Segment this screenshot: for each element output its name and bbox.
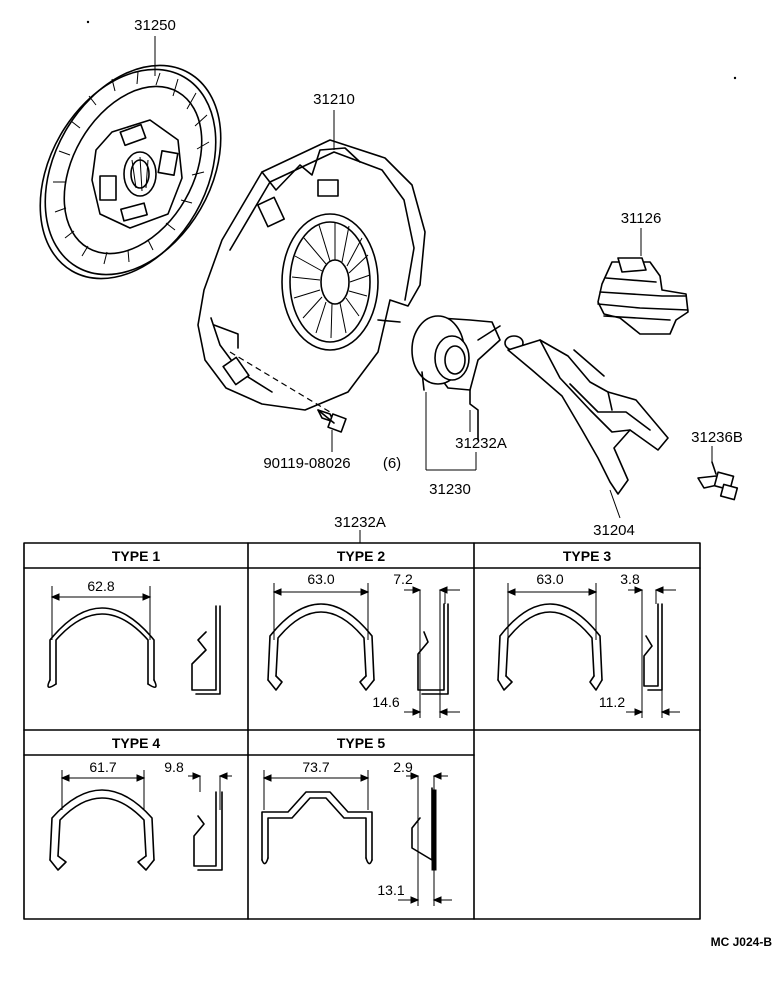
type-5-dim-bottom-offset: 13.1 — [377, 882, 404, 898]
type-3-dim-bottom-offset: 11.2 — [599, 694, 625, 710]
type-4-title: TYPE 4 — [112, 735, 160, 751]
type-5-dim-top-offset: 2.9 — [393, 759, 413, 775]
type-1-title: TYPE 1 — [112, 548, 160, 564]
label-31210: 31210 — [313, 91, 355, 108]
clip-type-table — [23, 542, 701, 920]
label-31236b: 31236B — [691, 429, 743, 446]
type-1-clip-drawing — [47, 586, 221, 695]
type-5-dim-width: 73.7 — [302, 759, 329, 775]
label-bolt-part-number: 90119-08026 — [263, 455, 350, 472]
label-31232a: 31232A — [455, 435, 507, 452]
bolt-drawing — [317, 409, 347, 433]
type-2-dim-bottom-offset: 14.6 — [372, 694, 399, 710]
fork-support-drawing — [697, 461, 739, 501]
clip-table-header-label: 31232A — [334, 514, 386, 531]
type-5-title: TYPE 5 — [337, 735, 385, 751]
label-bolt-quantity: (6) — [383, 455, 401, 472]
type-2-dim-width: 63.0 — [307, 571, 334, 587]
label-31230: 31230 — [429, 481, 471, 498]
label-31126: 31126 — [621, 210, 662, 227]
type-3-dim-top-offset: 3.8 — [620, 571, 640, 587]
type-2-title: TYPE 2 — [337, 548, 385, 564]
type-5-clip-drawing — [261, 770, 452, 906]
type-4-dim-offset: 9.8 — [164, 759, 184, 775]
leader-lines — [154, 36, 713, 543]
type-2-dim-top-offset: 7.2 — [393, 571, 413, 587]
clutch-cover-drawing — [197, 139, 426, 413]
release-fork-drawing — [504, 335, 669, 495]
type-3-dim-width: 63.0 — [536, 571, 563, 587]
type-1-dim-width: 62.8 — [87, 578, 114, 594]
type-4-dim-width: 61.7 — [89, 759, 116, 775]
reference-code: MC J024-B — [711, 935, 773, 949]
clutch-disc-drawing — [39, 64, 222, 280]
type-3-title: TYPE 3 — [563, 548, 611, 564]
release-bearing-hub-drawing — [411, 315, 501, 441]
label-31250: 31250 — [134, 17, 176, 34]
type-4-clip-drawing — [49, 770, 232, 871]
type-3-clip-drawing — [497, 583, 680, 718]
boot-drawing — [597, 257, 689, 335]
label-31204: 31204 — [593, 522, 635, 539]
type-2-clip-drawing — [267, 583, 460, 718]
